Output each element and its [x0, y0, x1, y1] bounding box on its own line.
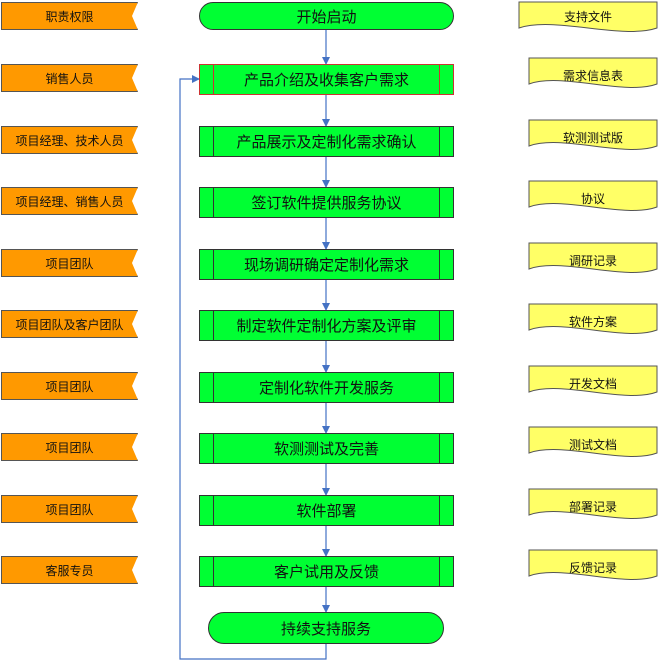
document-5: 软件方案 — [528, 303, 658, 342]
role-9: 客服专员 — [1, 556, 138, 584]
document-4: 调研记录 — [528, 242, 658, 281]
role-2: 项目经理、技术人员 — [1, 126, 138, 154]
document-label: 测试文档 — [568, 438, 617, 452]
document-2: 软测测试版 — [528, 119, 658, 158]
docs-header-label: 支持文件 — [563, 10, 612, 24]
document-shape — [528, 180, 658, 211]
process-step-7: 软测测试及完善 — [199, 433, 454, 464]
document-shape — [528, 549, 658, 580]
process-step-9: 客户试用及反馈 — [199, 556, 454, 587]
process-step-3: 签订软件提供服务协议 — [199, 187, 454, 218]
process-step-6: 定制化软件开发服务 — [199, 372, 454, 403]
start-terminal: 开始启动 — [199, 2, 454, 30]
document-3: 协议 — [528, 180, 658, 219]
document-8: 部署记录 — [528, 488, 658, 527]
document-label: 协议 — [580, 192, 605, 206]
roles-header: 职责权限 — [1, 2, 138, 30]
document-label: 软测测试版 — [562, 131, 623, 145]
process-step-4: 现场调研确定定制化需求 — [199, 249, 454, 280]
role-4: 项目团队 — [1, 249, 138, 277]
document-label: 部署记录 — [568, 500, 617, 514]
document-shape — [528, 426, 658, 457]
document-shape — [528, 303, 658, 334]
process-step-5: 制定软件定制化方案及评审 — [199, 310, 454, 341]
docs-header-shape — [518, 1, 658, 32]
process-step-8: 软件部署 — [199, 495, 454, 526]
process-step-2: 产品展示及定制化需求确认 — [199, 126, 454, 157]
document-1: 需求信息表 — [528, 57, 658, 96]
document-shape — [528, 242, 658, 273]
end-terminal: 持续支持服务 — [208, 612, 444, 644]
document-6: 开发文档 — [528, 365, 658, 404]
docs-header: 支持文件 — [518, 1, 658, 36]
role-5: 项目团队及客户团队 — [1, 310, 138, 338]
role-8: 项目团队 — [1, 495, 138, 523]
document-shape — [528, 488, 658, 519]
document-shape — [528, 57, 658, 88]
document-label: 需求信息表 — [562, 69, 623, 83]
document-7: 测试文档 — [528, 426, 658, 465]
document-shape — [528, 119, 658, 150]
document-9: 反馈记录 — [528, 549, 658, 588]
role-7: 项目团队 — [1, 433, 138, 461]
role-3: 项目经理、销售人员 — [1, 187, 138, 215]
feedback-loop-arrow — [179, 75, 327, 660]
role-6: 项目团队 — [1, 372, 138, 400]
process-step-1: 产品介绍及收集客户需求 — [199, 64, 454, 95]
document-label: 反馈记录 — [568, 561, 617, 575]
document-label: 调研记录 — [568, 254, 617, 268]
document-label: 软件方案 — [568, 315, 617, 329]
role-1: 销售人员 — [1, 64, 138, 92]
document-shape — [528, 365, 658, 396]
document-label: 开发文档 — [568, 377, 617, 391]
